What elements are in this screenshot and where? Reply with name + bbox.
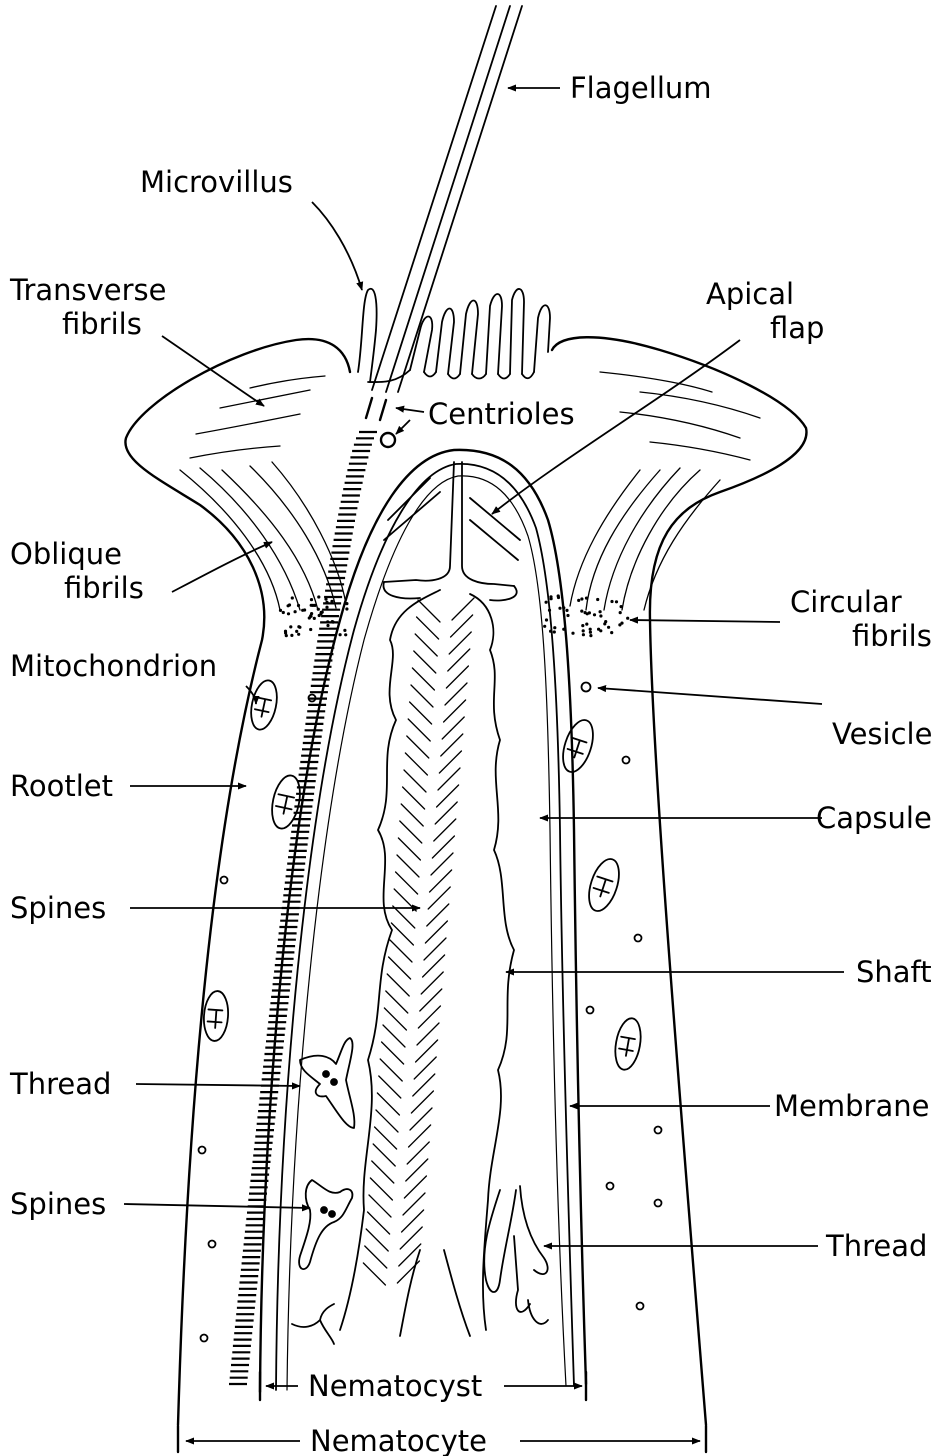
label-apical-flap-1: Apical	[706, 277, 794, 311]
centrioles	[366, 398, 395, 447]
label-oblique-fibrils-2: fibrils	[64, 571, 144, 605]
label-mitochondrion: Mitochondrion	[10, 649, 217, 683]
label-apical-flap-2: flap	[770, 311, 824, 345]
label-microvillus: Microvillus	[140, 165, 293, 199]
small-fragment	[292, 1304, 334, 1344]
label-capsule: Capsule	[816, 801, 932, 835]
label-thread-left: Thread	[9, 1067, 111, 1101]
label-spines-lower: Spines	[10, 1187, 106, 1221]
spine-fragment	[299, 1180, 352, 1269]
label-circular-fibrils-1: Circular	[790, 585, 902, 619]
label-nematocyst: Nematocyst	[308, 1369, 482, 1403]
cell-outline	[125, 339, 350, 1425]
label-membrane: Membrane	[774, 1089, 929, 1123]
label-shaft: Shaft	[856, 955, 932, 989]
label-nematocyte: Nematocyte	[310, 1424, 487, 1456]
label-flagellum: Flagellum	[570, 71, 712, 105]
label-thread-right: Thread	[825, 1229, 927, 1263]
label-oblique-fibrils-1: Oblique	[10, 537, 122, 571]
thread-fragment	[300, 1038, 354, 1128]
label-transverse-fibrils-2: fibrils	[62, 307, 142, 341]
nematocyst-capsule	[260, 450, 586, 1392]
cell-outline-right	[552, 337, 806, 1425]
label-transverse-fibrils-1: Transverse	[9, 273, 167, 307]
vesicles	[199, 683, 662, 1342]
spines-internal	[363, 598, 474, 1285]
mitochondria	[202, 678, 644, 1072]
label-circular-fibrils-2: fibrils	[852, 619, 932, 653]
microvilli	[358, 289, 550, 382]
label-centrioles: Centrioles	[428, 397, 575, 431]
label-rootlet: Rootlet	[10, 769, 113, 803]
label-vesicle: Vesicle	[832, 717, 932, 751]
label-spines-upper: Spines	[10, 891, 106, 925]
thread-coils	[484, 1186, 548, 1324]
labels: Flagellum Microvillus Transverse fibrils…	[9, 71, 932, 1456]
